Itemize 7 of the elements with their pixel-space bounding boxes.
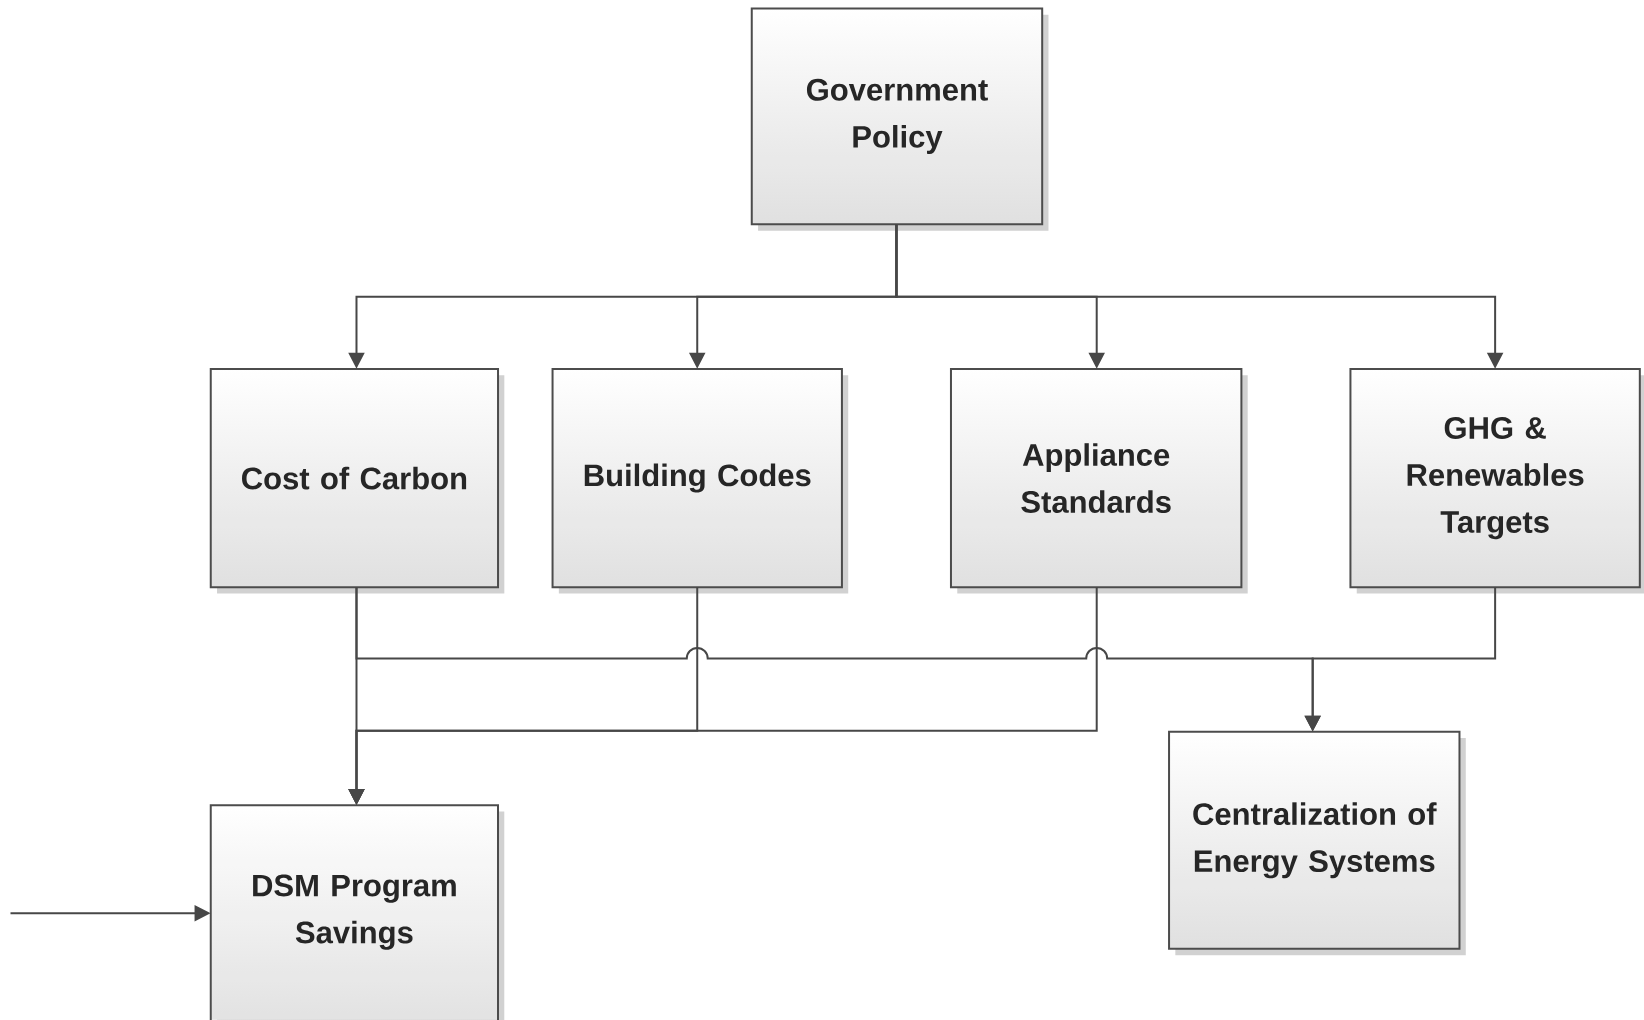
process-box: GHG & Renewables Targets (1349, 368, 1644, 594)
process-box: Government Policy (750, 7, 1049, 231)
process-box: Building Codes (551, 368, 849, 594)
process-box: Appliance Standards (949, 368, 1248, 594)
process-box: Cost of Carbon (209, 368, 505, 594)
process-box: Centralization of Energy Systems (1168, 730, 1466, 956)
process-box: DSM Program Savings (209, 804, 505, 1020)
